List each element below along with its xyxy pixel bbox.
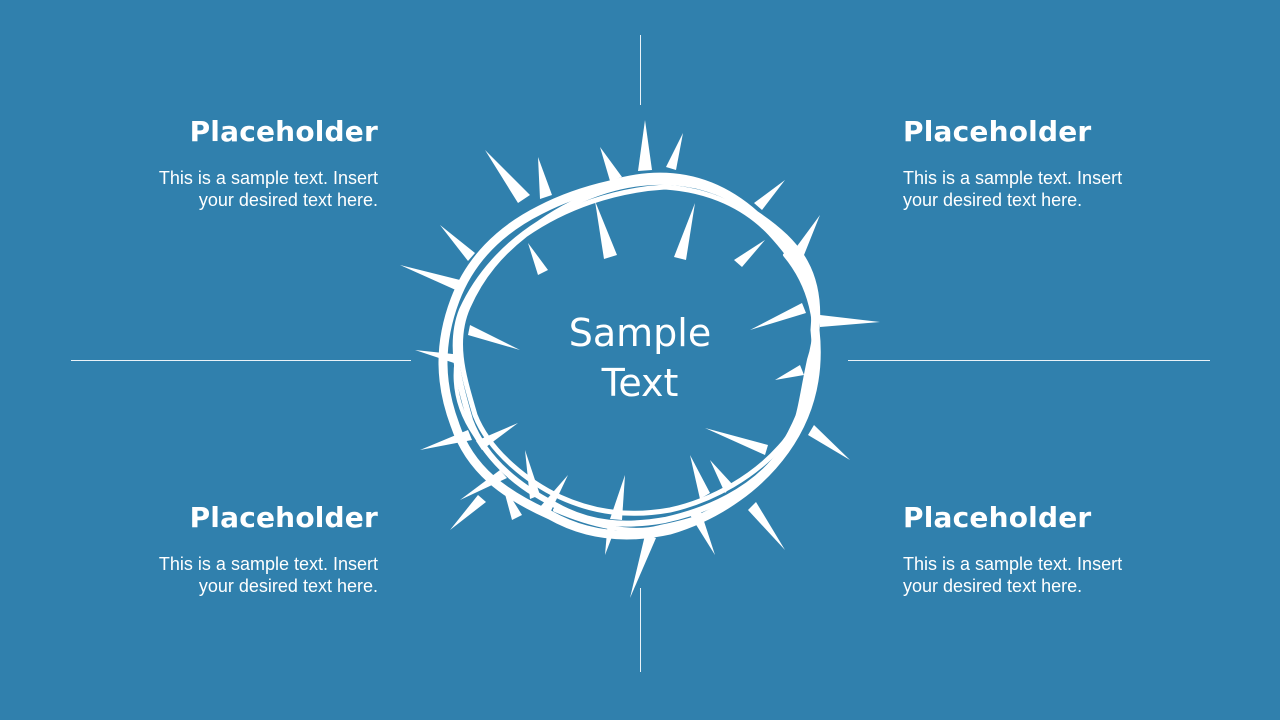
panel-top-right: Placeholder This is a sample text. Inser…	[903, 115, 1203, 211]
panel-top-left: Placeholder This is a sample text. Inser…	[78, 115, 378, 211]
panel-body-line: This is a sample text. Insert	[158, 168, 378, 188]
panel-body-line: This is a sample text. Insert	[158, 554, 378, 574]
panel-body-line: This is a sample text. Insert	[903, 168, 1123, 188]
panel-bottom-right: Placeholder This is a sample text. Inser…	[903, 501, 1203, 597]
center-text-line: Sample	[568, 311, 712, 355]
horizontal-divider-left	[71, 360, 411, 361]
panel-title: Placeholder	[189, 501, 378, 534]
panel-body-line: your desired text here.	[198, 576, 378, 596]
crown-of-thorns-icon	[400, 120, 880, 598]
panel-body: This is a sample text. Insert your desir…	[78, 167, 378, 211]
panel-body: This is a sample text. Insert your desir…	[78, 553, 378, 597]
vertical-divider-top	[640, 35, 641, 105]
panel-title: Placeholder	[903, 115, 1092, 148]
panel-body: This is a sample text. Insert your desir…	[903, 553, 1203, 597]
panel-body-line: your desired text here.	[903, 190, 1083, 210]
panel-bottom-left: Placeholder This is a sample text. Inser…	[78, 501, 378, 597]
panel-body: This is a sample text. Insert your desir…	[903, 167, 1203, 211]
panel-title: Placeholder	[903, 501, 1092, 534]
horizontal-divider-right	[848, 360, 1210, 361]
panel-body-line: your desired text here.	[198, 190, 378, 210]
panel-title: Placeholder	[189, 115, 378, 148]
panel-body-line: This is a sample text. Insert	[903, 554, 1123, 574]
panel-body-line: your desired text here.	[903, 576, 1083, 596]
center-text-line: Text	[601, 361, 679, 405]
center-sample-text: Sample Text	[540, 308, 740, 408]
vertical-divider-bottom	[640, 588, 641, 672]
